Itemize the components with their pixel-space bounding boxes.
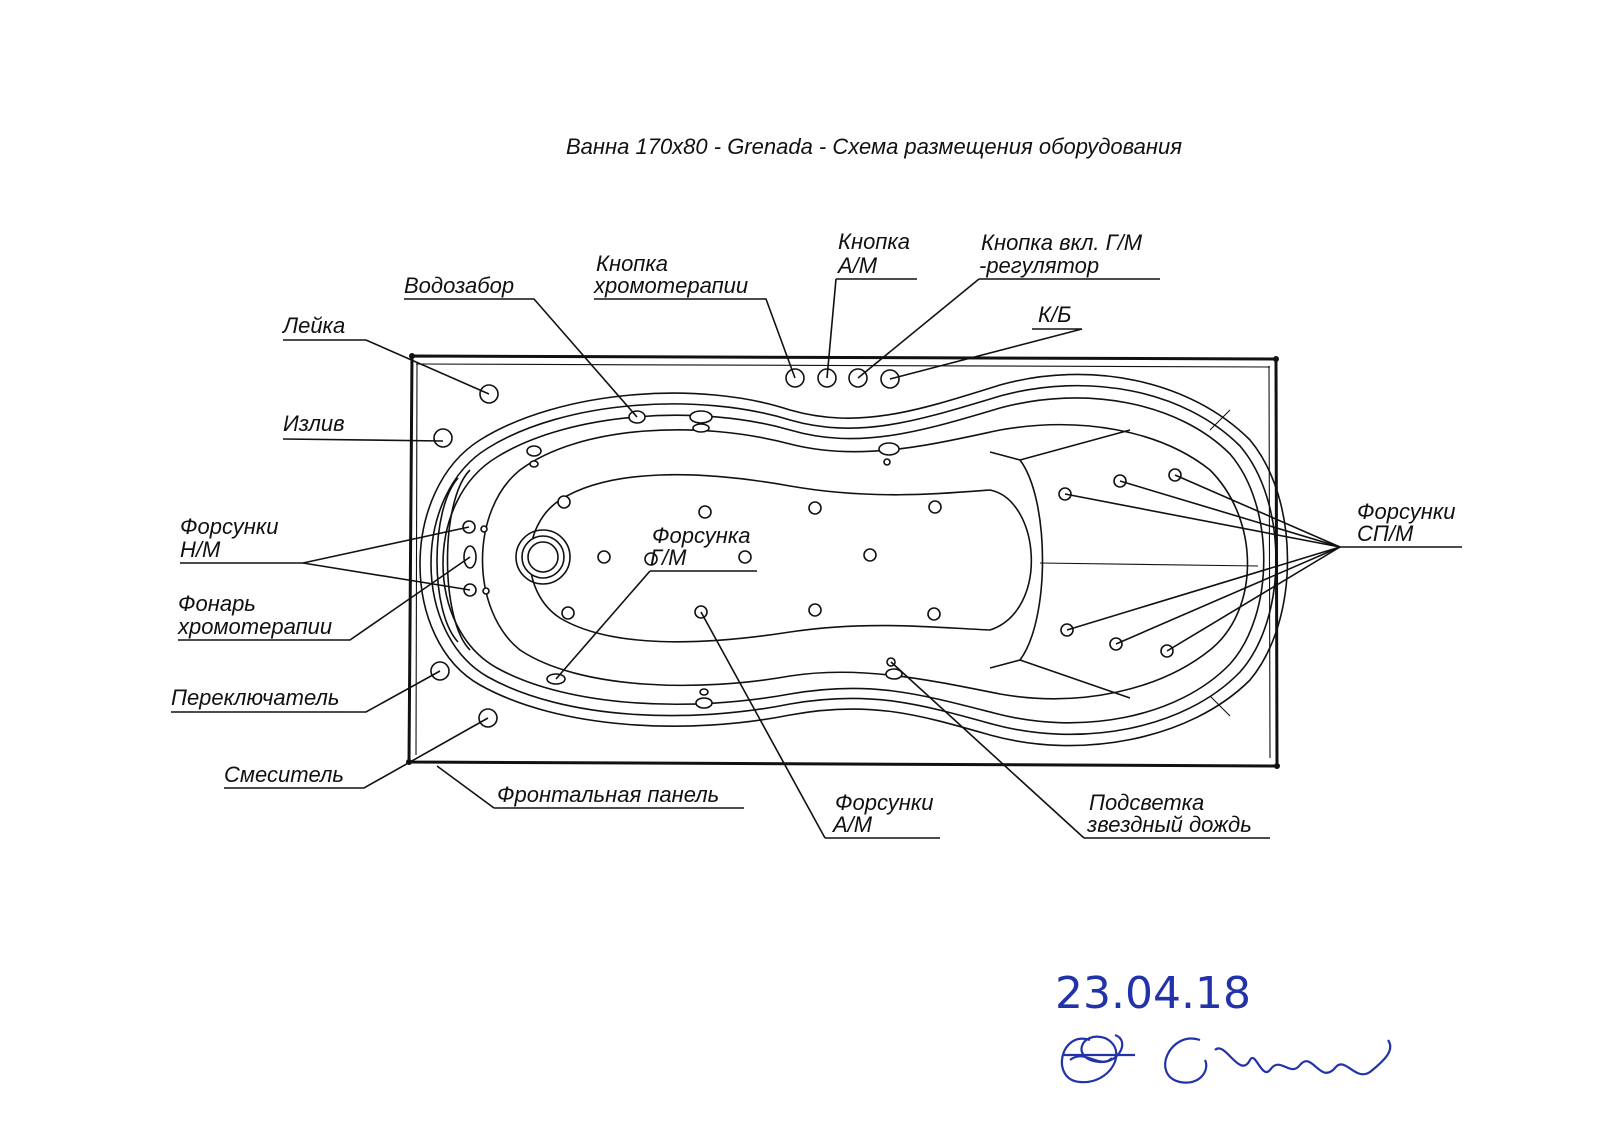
nm-jet-small (482, 587, 490, 595)
label-kb: К/Б (1038, 302, 1071, 327)
label-fonar-2: хромотерапии (177, 614, 332, 639)
label-forsunka-gm-1: Форсунка (652, 523, 750, 548)
label-knopka-gm-2: -регулятор (979, 253, 1099, 278)
label-leyka: Лейка (281, 313, 345, 338)
label-knopka-am-1: Кнопка (838, 229, 910, 254)
drain (515, 529, 571, 585)
label-knopka-gm-1: Кнопка вкл. Г/М (981, 230, 1143, 255)
label-frontalnaya: Фронтальная панель (497, 782, 719, 807)
leader-lines (171, 278, 1462, 839)
scheme-title: Ванна 170х80 - Grenada - Схема размещени… (566, 134, 1182, 159)
signature (1060, 1033, 1392, 1084)
bathtub-deck (406, 353, 1280, 769)
label-knopka-am-2: А/М (836, 253, 878, 278)
izliv-device (433, 428, 453, 448)
label-forsunki-am-1: Форсунки (835, 790, 933, 815)
label-podsvetka-1: Подсветка (1089, 790, 1204, 815)
label-forsunki-nm-2: Н/М (180, 537, 221, 562)
label-izliv: Излив (283, 411, 345, 436)
label-pereklyuchatel: Переключатель (171, 685, 339, 710)
label-fonar-1: Фонарь (178, 591, 256, 616)
label-forsunki-spm-1: Форсунки (1357, 499, 1455, 524)
nm-jet-small (480, 525, 488, 533)
label-vodozabor: Водозабор (404, 273, 514, 298)
label-knopka-hromo-2: хромотерапии (593, 273, 748, 298)
label-forsunki-nm-1: Форсунки (180, 514, 278, 539)
bathtub-bowl (419, 373, 1289, 747)
label-smesitel: Смеситель (224, 762, 344, 787)
label-forsunki-spm-2: СП/М (1357, 521, 1414, 546)
label-knopka-hromo-1: Кнопка (596, 251, 668, 276)
label-forsunka-gm-2: Г/М (650, 545, 687, 570)
am-jets (557, 495, 942, 621)
air-jets (526, 410, 903, 709)
handwritten-date: 23.04.18 (1055, 968, 1251, 1019)
label-forsunki-am-2: А/М (831, 812, 873, 837)
label-podsvetka-2: звездный дождь (1086, 812, 1252, 837)
